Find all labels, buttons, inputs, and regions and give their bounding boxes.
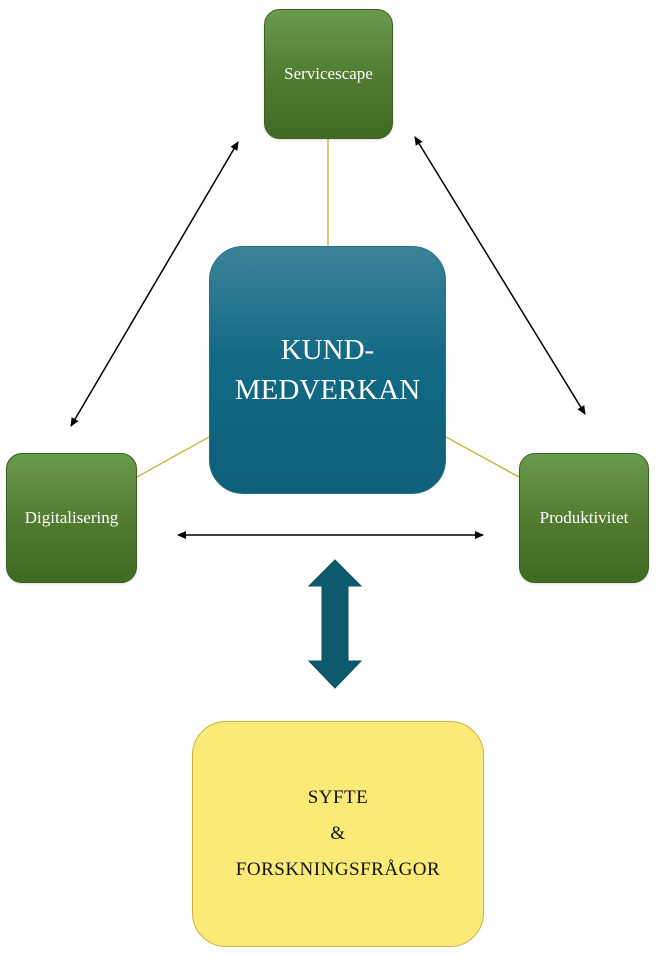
- thick-double-arrow: [307, 559, 363, 689]
- node-servicescape-label: Servicescape: [284, 64, 373, 83]
- connector-center-produktivitet: [445, 436, 520, 478]
- node-syfte-forskningsfragor: SYFTE & FORSKNINGSFRÅGOR: [192, 721, 484, 947]
- node-produktivitet-label: Produktivitet: [539, 508, 629, 527]
- connector-center-digitalisering: [136, 436, 210, 478]
- node-syfte-line2: &: [330, 823, 346, 844]
- node-produktivitet: Produktivitet: [519, 453, 649, 583]
- node-servicescape: Servicescape: [264, 9, 393, 139]
- node-digitalisering-label: Digitalisering: [24, 508, 119, 527]
- arrow-digitalisering-servicescape: [70, 141, 239, 427]
- node-syfte-line3: FORSKNINGSFRÅGOR: [235, 859, 441, 880]
- node-kundmedverkan: KUND- MEDVERKAN: [209, 246, 446, 494]
- node-kundmedverkan-line1: KUND-: [280, 334, 375, 366]
- arrow-servicescape-produktivitet: [414, 136, 586, 415]
- node-digitalisering: Digitalisering: [6, 453, 137, 583]
- node-syfte-line1: SYFTE: [307, 787, 369, 808]
- node-kundmedverkan-line2: MEDVERKAN: [234, 374, 421, 406]
